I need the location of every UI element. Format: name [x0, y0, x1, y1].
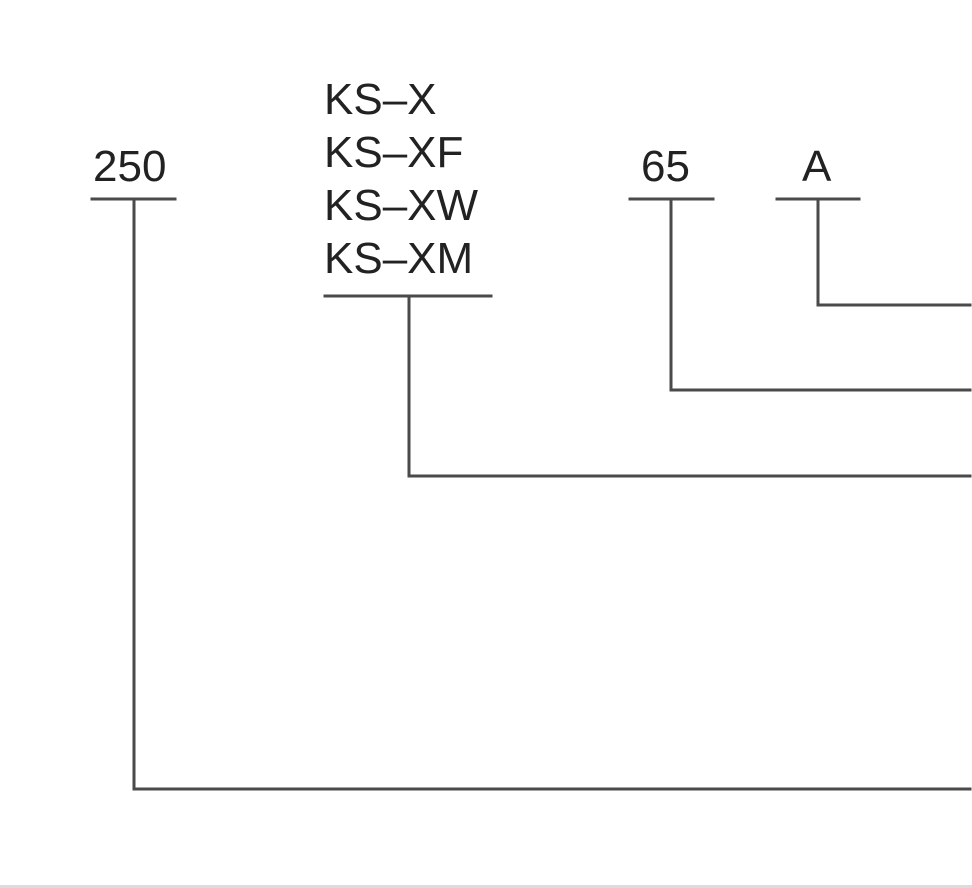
series-variant: KS–X: [324, 75, 437, 124]
series-variant-list: KS–X KS–XF KS–XW KS–XM: [324, 73, 478, 285]
code-leader-line: [816, 197, 972, 307]
series-variant: KS–XF: [324, 128, 464, 177]
series-variant: KS–XW: [324, 181, 479, 230]
series-leader-line: [407, 294, 972, 478]
number-leader-line: [669, 197, 972, 392]
size-leader-line: [132, 197, 972, 791]
code-label: A: [802, 142, 832, 191]
size-label: 250: [93, 142, 167, 191]
series-variant: KS–XM: [324, 234, 474, 283]
bottom-edge-divider: [0, 885, 972, 888]
number-label: 65: [641, 142, 690, 191]
